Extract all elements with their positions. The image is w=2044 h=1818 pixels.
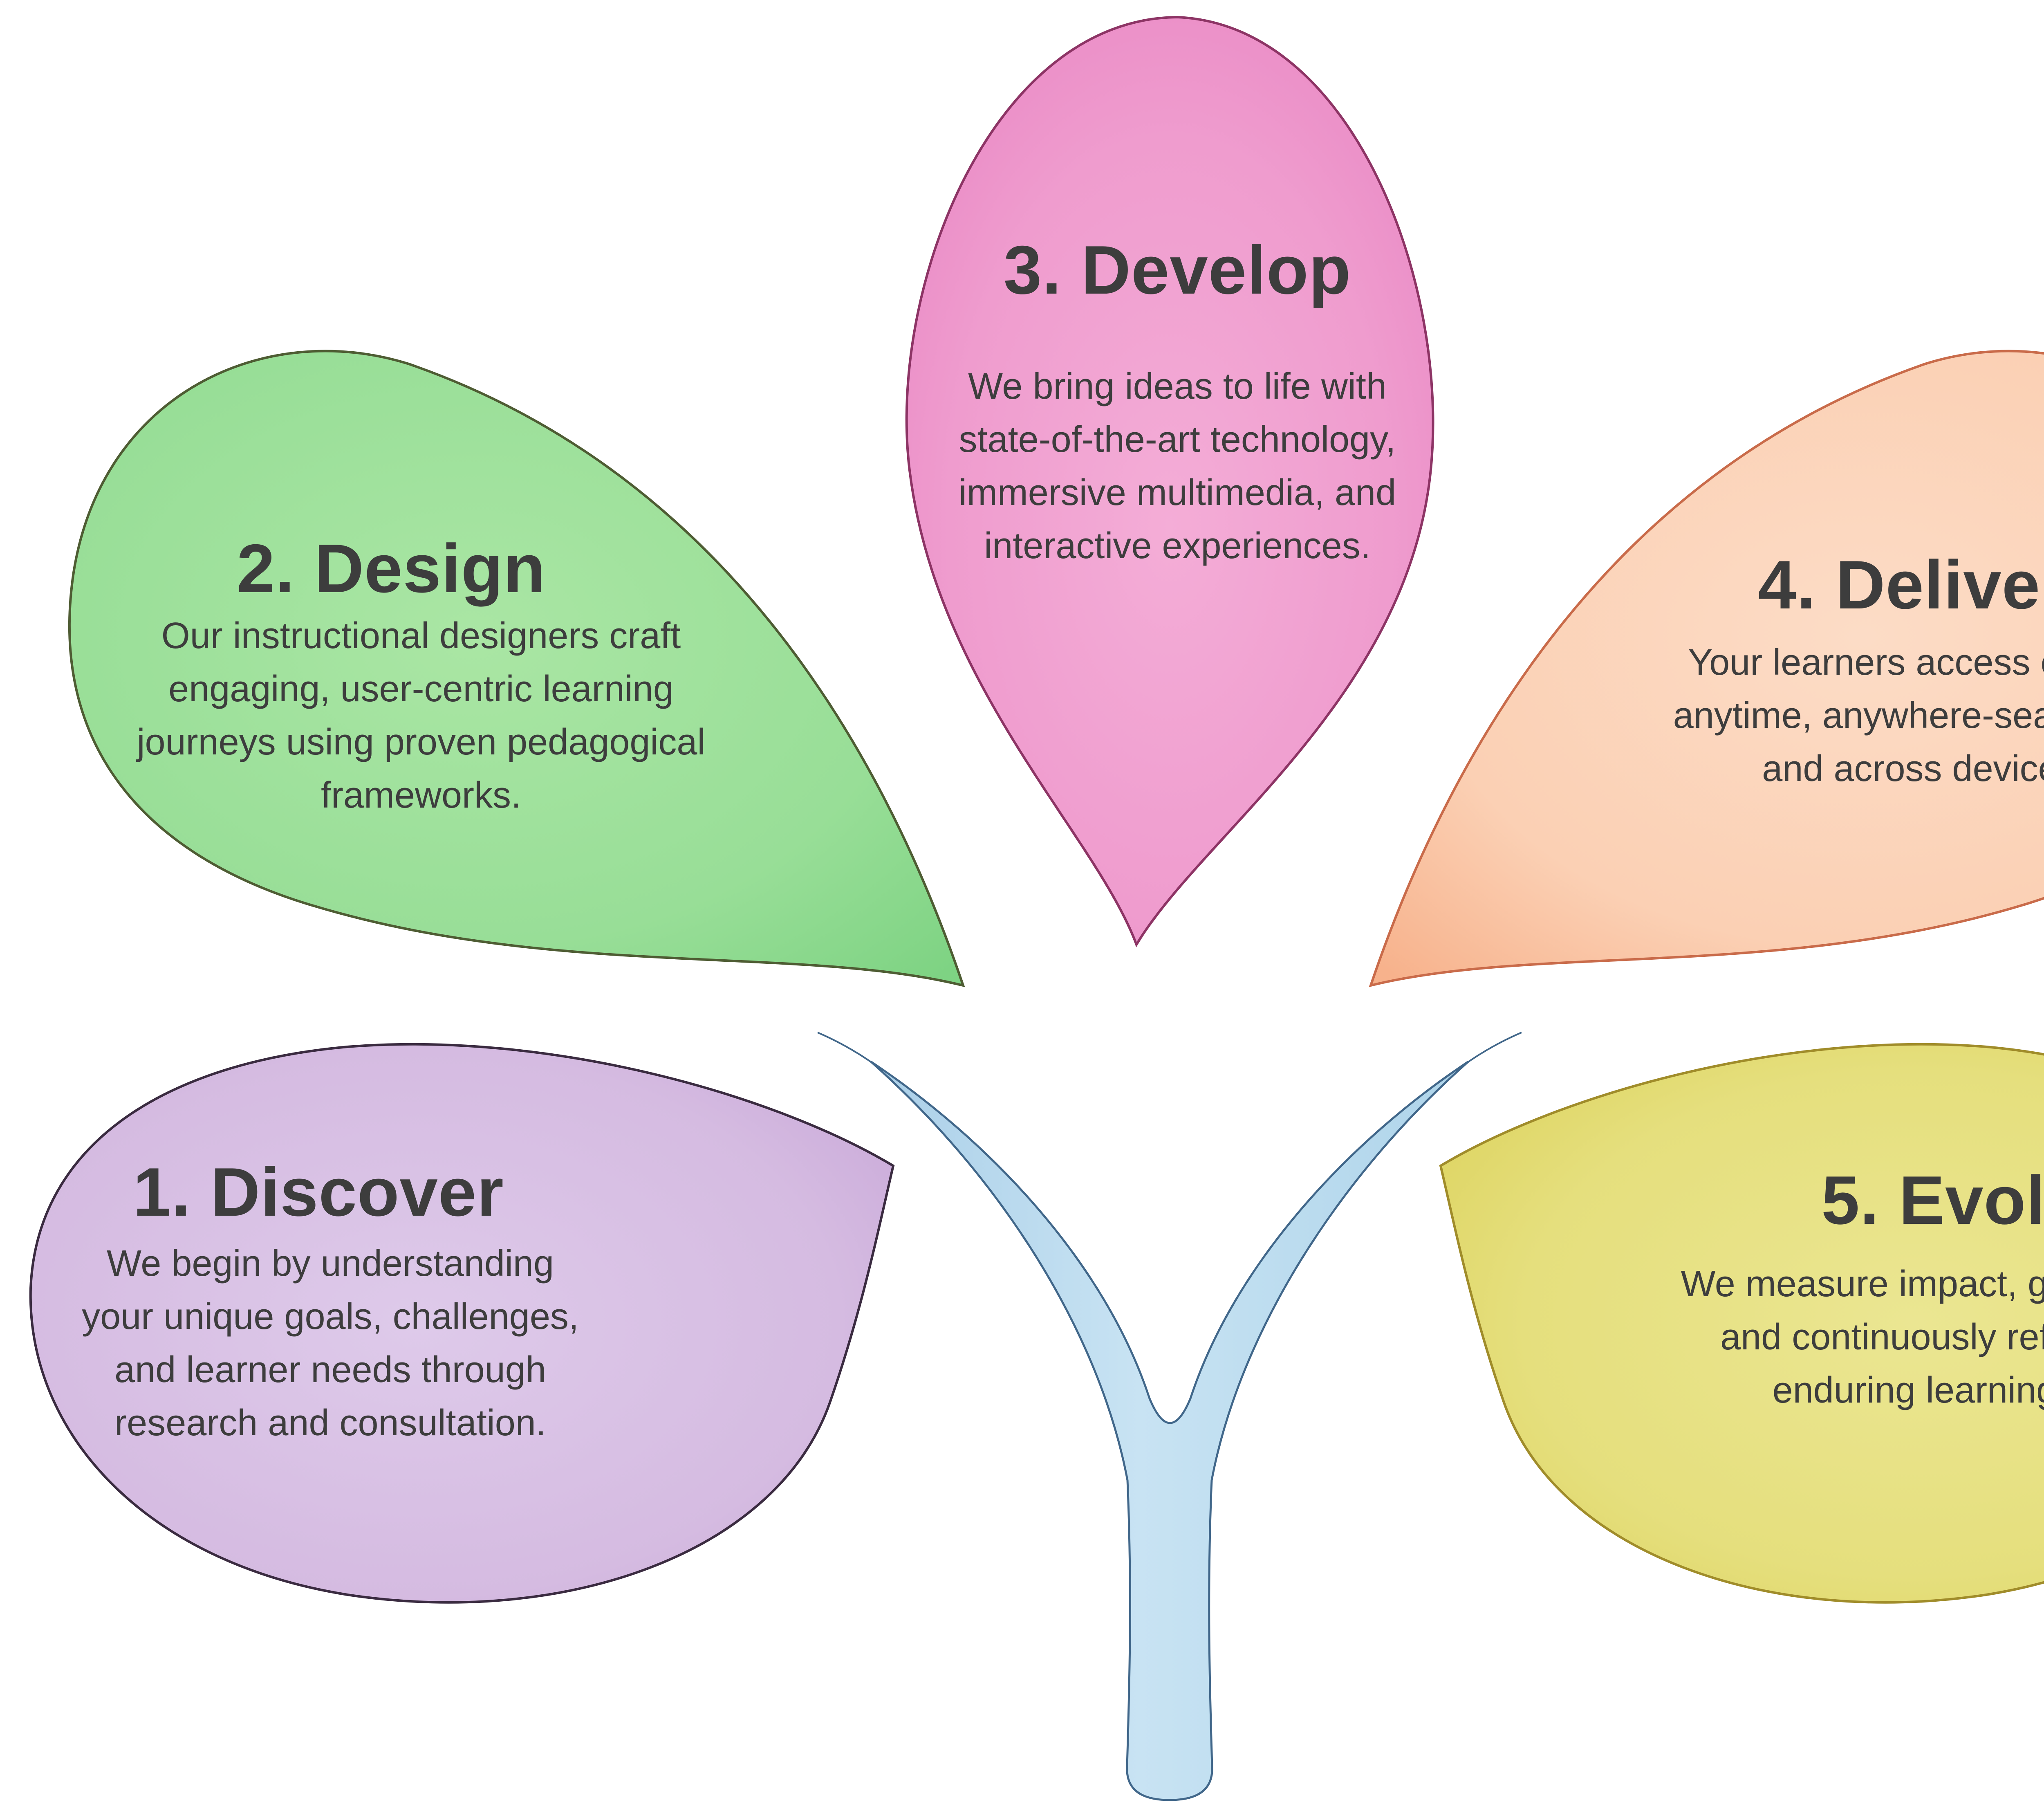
petal-shape-design: [68, 350, 965, 988]
stem-right-tip-line: [1466, 1032, 1522, 1064]
description-line: engaging, user-centric learning: [168, 669, 674, 709]
description-line: research and consultation.: [114, 1403, 546, 1443]
description-line: and learner needs through: [114, 1349, 546, 1390]
description-line: frameworks.: [320, 775, 522, 816]
petal-shape-evolve: [1439, 1043, 2044, 1604]
stem-left-tip-line: [817, 1032, 874, 1064]
petal-description-discover: We begin by understanding your unique go…: [24, 1237, 637, 1450]
petal-title-design: 2. Design: [237, 530, 546, 607]
description-line: and continuously refine to ensure: [1720, 1317, 2044, 1358]
description-line: your unique goals, challenges,: [82, 1296, 579, 1337]
petal-title-deliver: 4. Deliver: [1758, 546, 2044, 623]
description-line: We measure impact, gather feedback,: [1681, 1264, 2044, 1304]
description-line: interactive experiences.: [984, 525, 1371, 566]
petal-title-discover: 1. Discover: [133, 1154, 504, 1230]
description-line: immersive multimedia, and: [958, 472, 1396, 513]
petal-description-evolve: We measure impact, gather feedback, and …: [1603, 1257, 2044, 1417]
petal-description-design: Our instructional designers craft engagi…: [63, 609, 779, 822]
description-line: We bring ideas to life with: [968, 366, 1387, 407]
description-line: journeys using proven pedagogical: [137, 722, 706, 763]
petal-description-deliver: Your learners access content anytime, an…: [1598, 636, 2044, 795]
stem-shape: [870, 1060, 1469, 1801]
description-line: anytime, anywhere-seamlessly: [1673, 695, 2044, 736]
petal-title-evolve: 5. Evolve: [1821, 1162, 2044, 1239]
description-line: Our instructional designers craft: [161, 615, 681, 656]
description-line: Your learners access content: [1688, 642, 2044, 683]
petal-shape-deliver: [1369, 350, 2044, 988]
description-line: state-of-the-art technology,: [959, 419, 1396, 460]
description-line: enduring learning success.: [1772, 1370, 2044, 1411]
petal-description-develop: We bring ideas to life with state-of-the…: [891, 360, 1464, 572]
petal-title-develop: 3. Develop: [1003, 231, 1351, 308]
description-line: and across devices.: [1762, 748, 2044, 789]
petal-shape-discover: [29, 1043, 895, 1604]
description-line: We begin by understanding: [106, 1243, 554, 1284]
petal-shape-develop: [905, 16, 1434, 947]
